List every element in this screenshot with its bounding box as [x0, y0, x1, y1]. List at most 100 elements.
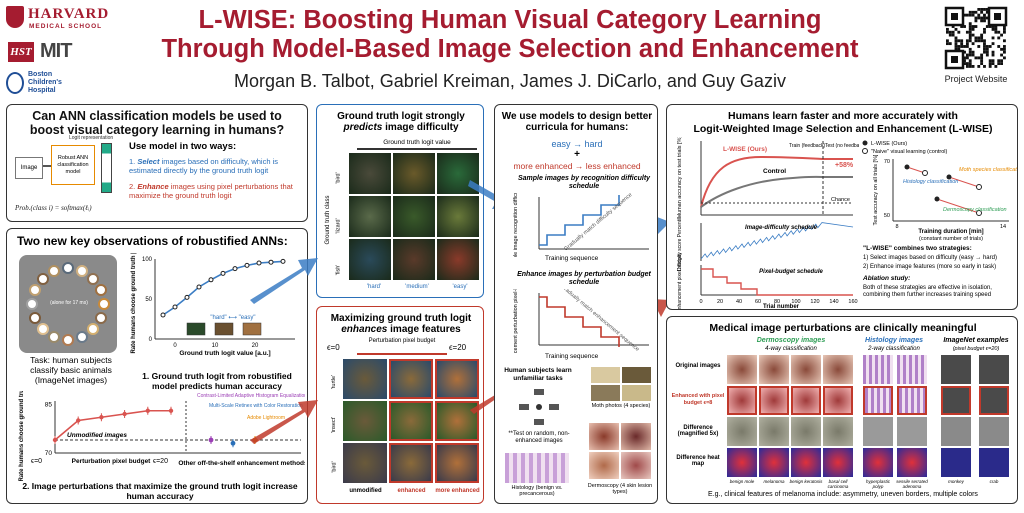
qr-module — [954, 47, 958, 51]
animal-icon — [95, 311, 108, 324]
qr-module — [1000, 47, 1003, 51]
data-point — [52, 437, 58, 443]
combines-heading: "L-WISE" combines two strategies: — [863, 245, 972, 252]
qr-module — [980, 62, 984, 65]
mit-logo: MIT — [40, 40, 72, 62]
pair-line — [936, 198, 980, 214]
qr-module — [971, 65, 975, 68]
y-axis-label: Human accuracy on test trials [%] — [677, 137, 683, 218]
animal-icon — [26, 298, 38, 310]
qr-module — [948, 30, 952, 34]
medical-example-image — [979, 448, 1009, 477]
qr-module — [968, 65, 972, 68]
row-difference: Difference (magnified 5x) — [677, 425, 719, 437]
qr-module — [968, 39, 972, 43]
qr-module — [991, 27, 995, 31]
difficulty-example-image — [393, 239, 435, 280]
animal-icon — [28, 311, 41, 324]
difficulty-title-pre: Ground truth logit strongly — [337, 111, 465, 122]
medical-example-image — [979, 355, 1009, 384]
qr-module — [971, 50, 975, 54]
medical-example-image — [863, 386, 893, 415]
intro-question: Can ANN classification models be used to… — [29, 109, 285, 137]
qr-module — [957, 30, 961, 34]
results-panel: Humans learn faster and more accurately … — [666, 104, 1018, 310]
medical-example-image — [941, 417, 971, 446]
y-axis-label: Test accuracy on all trials [%] — [873, 154, 879, 225]
difficulty-schedule-diagram: Allowable image recognition difficulty s… — [513, 193, 649, 257]
difficulty-example-image — [437, 239, 479, 280]
qr-module — [957, 39, 961, 43]
difficulty-example-image — [349, 239, 391, 280]
strategy-1: 1) Select images based on difficulty (ea… — [863, 255, 997, 261]
gain-label: +58% — [835, 162, 854, 169]
arrow-blue-1 — [250, 258, 318, 304]
x-tick-label: 0 — [699, 299, 702, 305]
medical-image-label: benign mole — [729, 479, 755, 484]
example-thumbnail — [242, 322, 262, 336]
hospital-icon — [6, 72, 24, 94]
medical-example-image — [759, 417, 789, 446]
authors: Morgan B. Talbot, Gabriel Kreiman, James… — [234, 71, 786, 91]
train-label: Train (feedback) — [789, 143, 826, 149]
formula: Prob.(class i) = softmax(ℓᵢ) — [15, 204, 92, 212]
qr-module — [960, 25, 964, 28]
x-tick-label: 10 — [212, 343, 219, 349]
qr-module — [971, 42, 975, 46]
medical-example-image — [759, 448, 789, 477]
schedule-label: Image-difficulty schedule — [745, 225, 818, 231]
method-label: Multi-Scale Retinex with Color Restorati… — [209, 403, 303, 409]
qr-module — [1003, 50, 1006, 54]
medical-example-image — [759, 386, 789, 415]
qr-module — [980, 19, 984, 23]
point-enhance-num: 2. — [129, 182, 136, 191]
qr-finder-center — [951, 56, 958, 63]
col-label-easy: 'easy' — [452, 284, 468, 290]
qr-module — [994, 65, 998, 68]
qr-module — [980, 59, 984, 63]
animal-icon — [36, 272, 49, 285]
curriculum-title: We use models to design better curricula… — [501, 111, 653, 133]
row-heatmap: Difference heat map — [676, 455, 720, 467]
qr-module — [1003, 56, 1006, 60]
col-label-unmodified: unmodified — [349, 488, 382, 494]
medical-panel: Medical image perturbations are clinical… — [666, 316, 1018, 504]
x-tick-label: 40 — [736, 299, 742, 305]
lwise-point — [934, 196, 940, 202]
medical-example-image — [941, 355, 971, 384]
qr-module — [963, 25, 966, 28]
qr-code[interactable] — [944, 6, 1008, 70]
row-original: Original images — [675, 363, 721, 369]
eps0-label: ϵ=0 — [31, 458, 42, 465]
qr-finder-center — [994, 13, 1001, 20]
qr-caption[interactable]: Project Website — [944, 74, 1008, 84]
animal-icon — [62, 262, 74, 274]
qr-module — [994, 25, 998, 28]
medical-example-image — [759, 355, 789, 384]
point-enhance-rest: images using pixel perturbations that ma… — [129, 182, 293, 200]
data-point — [145, 408, 150, 413]
curriculum-panel: We use models to design better curricula… — [494, 104, 658, 504]
qr-module — [997, 30, 1001, 34]
animal-task-display: (alone for 17 ms) — [19, 255, 117, 353]
results-title-2: Logit-Weighted Image Selection and Enhan… — [693, 123, 993, 135]
qr-module — [965, 56, 969, 60]
col-label-more-enhanced: more enhanced — [435, 488, 480, 494]
medical-example-image — [727, 448, 757, 477]
medical-example-image — [941, 448, 971, 477]
shield-icon — [6, 6, 24, 28]
medical-example-image — [823, 355, 853, 384]
enhancement-title: Maximizing ground truth logit enhances i… — [321, 313, 481, 335]
qr-module — [997, 62, 1001, 65]
qr-module — [960, 39, 964, 43]
qr-module — [983, 50, 986, 54]
medical-example-image — [791, 386, 821, 415]
qr-module — [965, 13, 969, 17]
enhancement-example-image — [435, 359, 479, 399]
enhancement-example-image — [389, 401, 433, 441]
qr-module — [980, 53, 984, 57]
animal-icon — [48, 264, 61, 277]
harvard-logo: HARVARD MEDICAL SCHOOL — [6, 6, 116, 34]
qr-module — [965, 45, 969, 48]
